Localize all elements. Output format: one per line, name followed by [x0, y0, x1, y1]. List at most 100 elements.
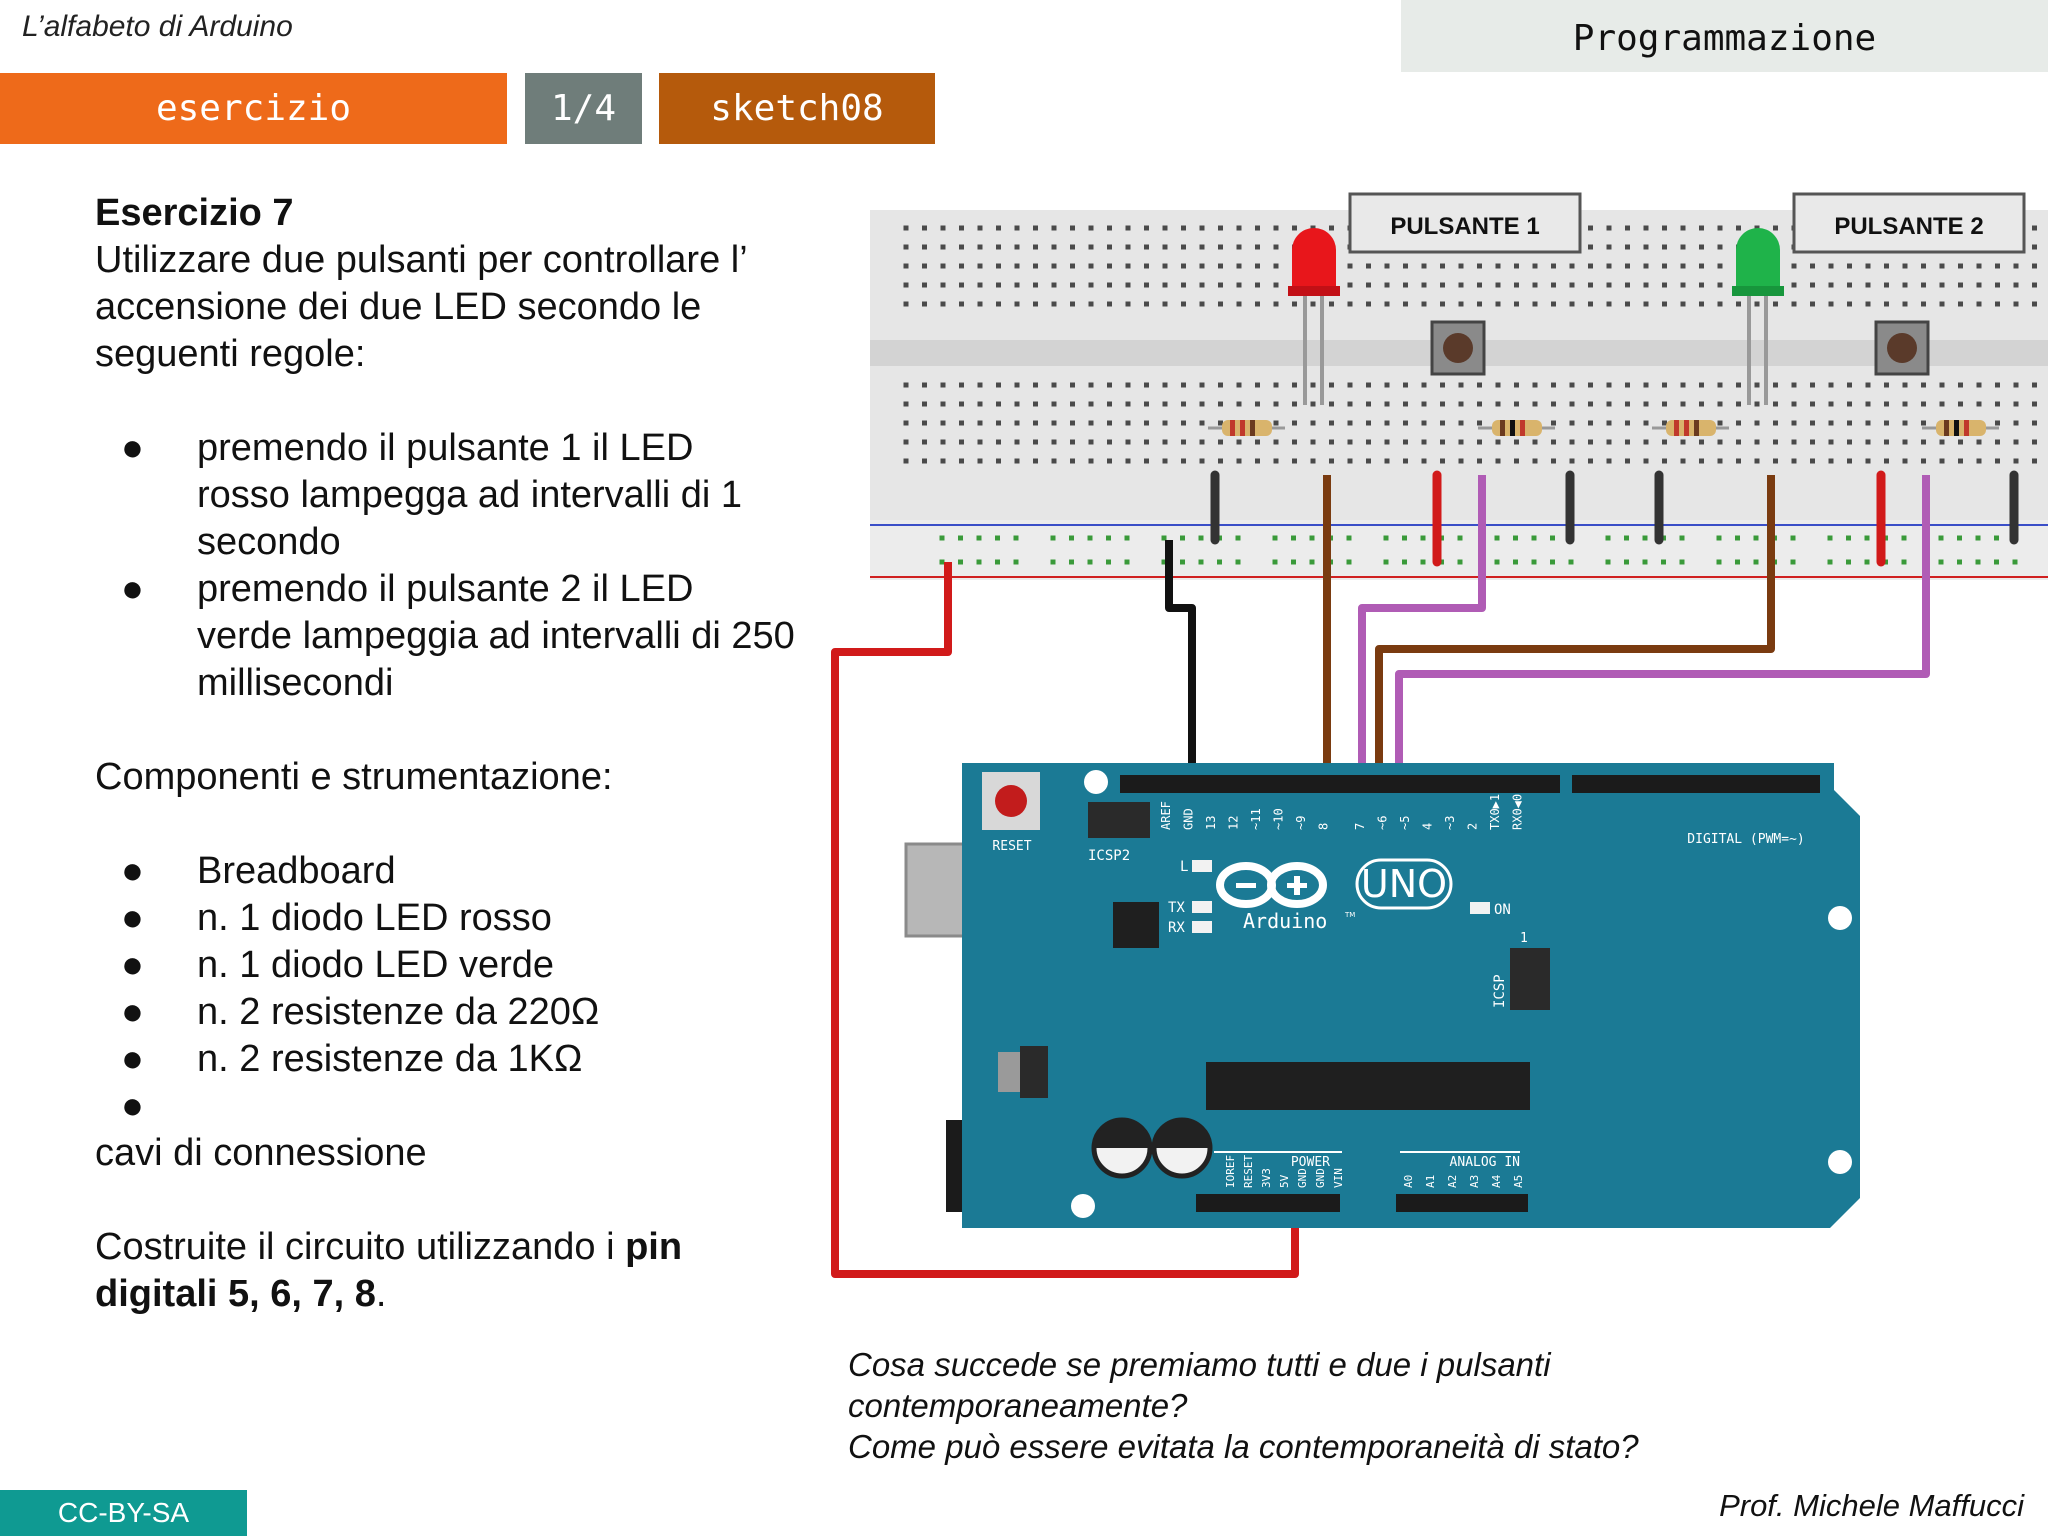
breadboard-hole	[1107, 225, 1112, 231]
breadboard-hole	[1070, 301, 1075, 307]
breadboard-hole	[1329, 458, 1334, 464]
breadboard-hole	[959, 401, 964, 407]
breadboard-hole	[1292, 439, 1297, 445]
breadboard-hole	[1699, 401, 1704, 407]
breadboard-hole	[1754, 382, 1760, 388]
breadboard-hole	[1144, 439, 1149, 445]
breadboard-hole	[1107, 244, 1112, 250]
breadboard-hole	[1051, 458, 1057, 464]
components-heading: Componenti e strumentazione:	[95, 756, 613, 798]
pin-label: VIN	[1332, 1168, 1345, 1188]
breadboard-hole	[1976, 382, 1982, 388]
breadboard-hole	[959, 420, 964, 426]
breadboard-hole	[1235, 535, 1241, 541]
bullet-icon: ●	[121, 944, 144, 986]
breadboard-hole	[1902, 420, 1908, 426]
breadboard-hole	[1125, 225, 1131, 231]
icsp-label: ICSP	[1492, 974, 1508, 1008]
breadboard-hole	[1014, 225, 1020, 231]
breadboard-hole	[977, 282, 983, 288]
breadboard-hole	[1680, 244, 1686, 250]
breadboard-hole	[958, 535, 963, 541]
breadboard-hole	[1255, 401, 1260, 407]
breadboard-hole	[1421, 420, 1427, 426]
breadboard-hole	[2032, 301, 2037, 307]
breadboard-hole	[1810, 439, 1815, 445]
breadboard-hole	[1957, 535, 1962, 541]
breadboard-hole	[1699, 458, 1704, 464]
breadboard-hole	[1939, 282, 1945, 288]
breadboard-hole	[1791, 382, 1797, 388]
breadboard-hole	[1736, 382, 1741, 388]
breadboard-hole	[1218, 382, 1223, 388]
breadboard-hole	[2013, 301, 2019, 307]
breadboard-hole	[940, 301, 946, 307]
breadboard-hole	[1939, 439, 1945, 445]
breadboard-hole	[1255, 282, 1260, 288]
breadboard-hole	[1421, 458, 1427, 464]
breadboard-hole	[1292, 401, 1297, 407]
question-line: Come può essere evitata la contemporanei…	[848, 1428, 1639, 1465]
breadboard-hole	[1699, 282, 1704, 288]
breadboard-hole	[1255, 225, 1260, 231]
breadboard-hole	[1383, 559, 1389, 565]
breadboard-hole	[1531, 535, 1537, 541]
breadboard-hole	[2013, 382, 2019, 388]
breadboard-hole	[922, 282, 927, 288]
breadboard-hole	[1477, 401, 1482, 407]
breadboard-hole	[1255, 382, 1260, 388]
breadboard-hole	[1070, 282, 1075, 288]
breadboard-hole	[1976, 401, 1982, 407]
bullet-icon: ●	[121, 427, 144, 469]
pin-label: 5V	[1278, 1174, 1291, 1188]
pin-label: A4	[1490, 1174, 1503, 1188]
breadboard-hole	[1754, 401, 1760, 407]
breadboard-hole	[1828, 458, 1834, 464]
breadboard-hole	[1014, 282, 1020, 288]
breadboard-hole	[1235, 559, 1241, 565]
breadboard-hole	[2032, 458, 2037, 464]
breadboard-hole	[1662, 282, 1667, 288]
breadboard-hole	[940, 401, 946, 407]
breadboard-hole	[959, 382, 964, 388]
breadboard-hole	[1458, 439, 1464, 445]
breadboard-hole	[1087, 535, 1093, 541]
breadboard-hole	[1273, 244, 1279, 250]
breadboard-hole	[1088, 382, 1094, 388]
breadboard-hole	[1717, 244, 1723, 250]
digital-label: DIGITAL (PWM=~)	[1687, 832, 1804, 847]
breadboard-hole	[1532, 401, 1538, 407]
resistor-4	[1922, 420, 1999, 436]
brand-label: Arduino	[1243, 909, 1327, 933]
breadboard-hole	[903, 225, 909, 231]
breadboard-hole	[1680, 439, 1686, 445]
bullet-icon: ●	[121, 1085, 144, 1127]
breadboard-hole	[1125, 401, 1131, 407]
resistor-2	[1478, 420, 1555, 436]
breadboard-hole	[1995, 401, 2000, 407]
breadboard-hole	[1199, 401, 1205, 407]
breadboard-hole	[1033, 458, 1038, 464]
breadboard-hole	[1735, 559, 1740, 565]
breadboard-hole	[1625, 244, 1630, 250]
breadboard-hole	[1273, 420, 1279, 426]
breadboard-hole	[1643, 225, 1649, 231]
breadboard-hole	[976, 535, 982, 541]
breadboard-hole	[2032, 382, 2037, 388]
breadboard-hole	[1717, 401, 1723, 407]
breadboard-hole	[1477, 439, 1482, 445]
breadboard-hole	[1144, 401, 1149, 407]
breadboard-hole	[1292, 458, 1297, 464]
breadboard-hole	[1162, 382, 1168, 388]
breadboard-hole	[1347, 458, 1353, 464]
breadboard-hole	[1791, 458, 1797, 464]
exercise-title: Esercizio 7	[95, 192, 294, 234]
breadboard-hole	[1773, 420, 1778, 426]
breadboard-hole	[1569, 382, 1575, 388]
rx-label: RX	[1168, 920, 1185, 936]
breadboard-hole	[1384, 282, 1390, 288]
breadboard-hole	[1347, 401, 1353, 407]
pin-label: AREF	[1159, 801, 1173, 830]
breadboard-hole	[1403, 382, 1408, 388]
breadboard-hole	[1975, 559, 1981, 565]
